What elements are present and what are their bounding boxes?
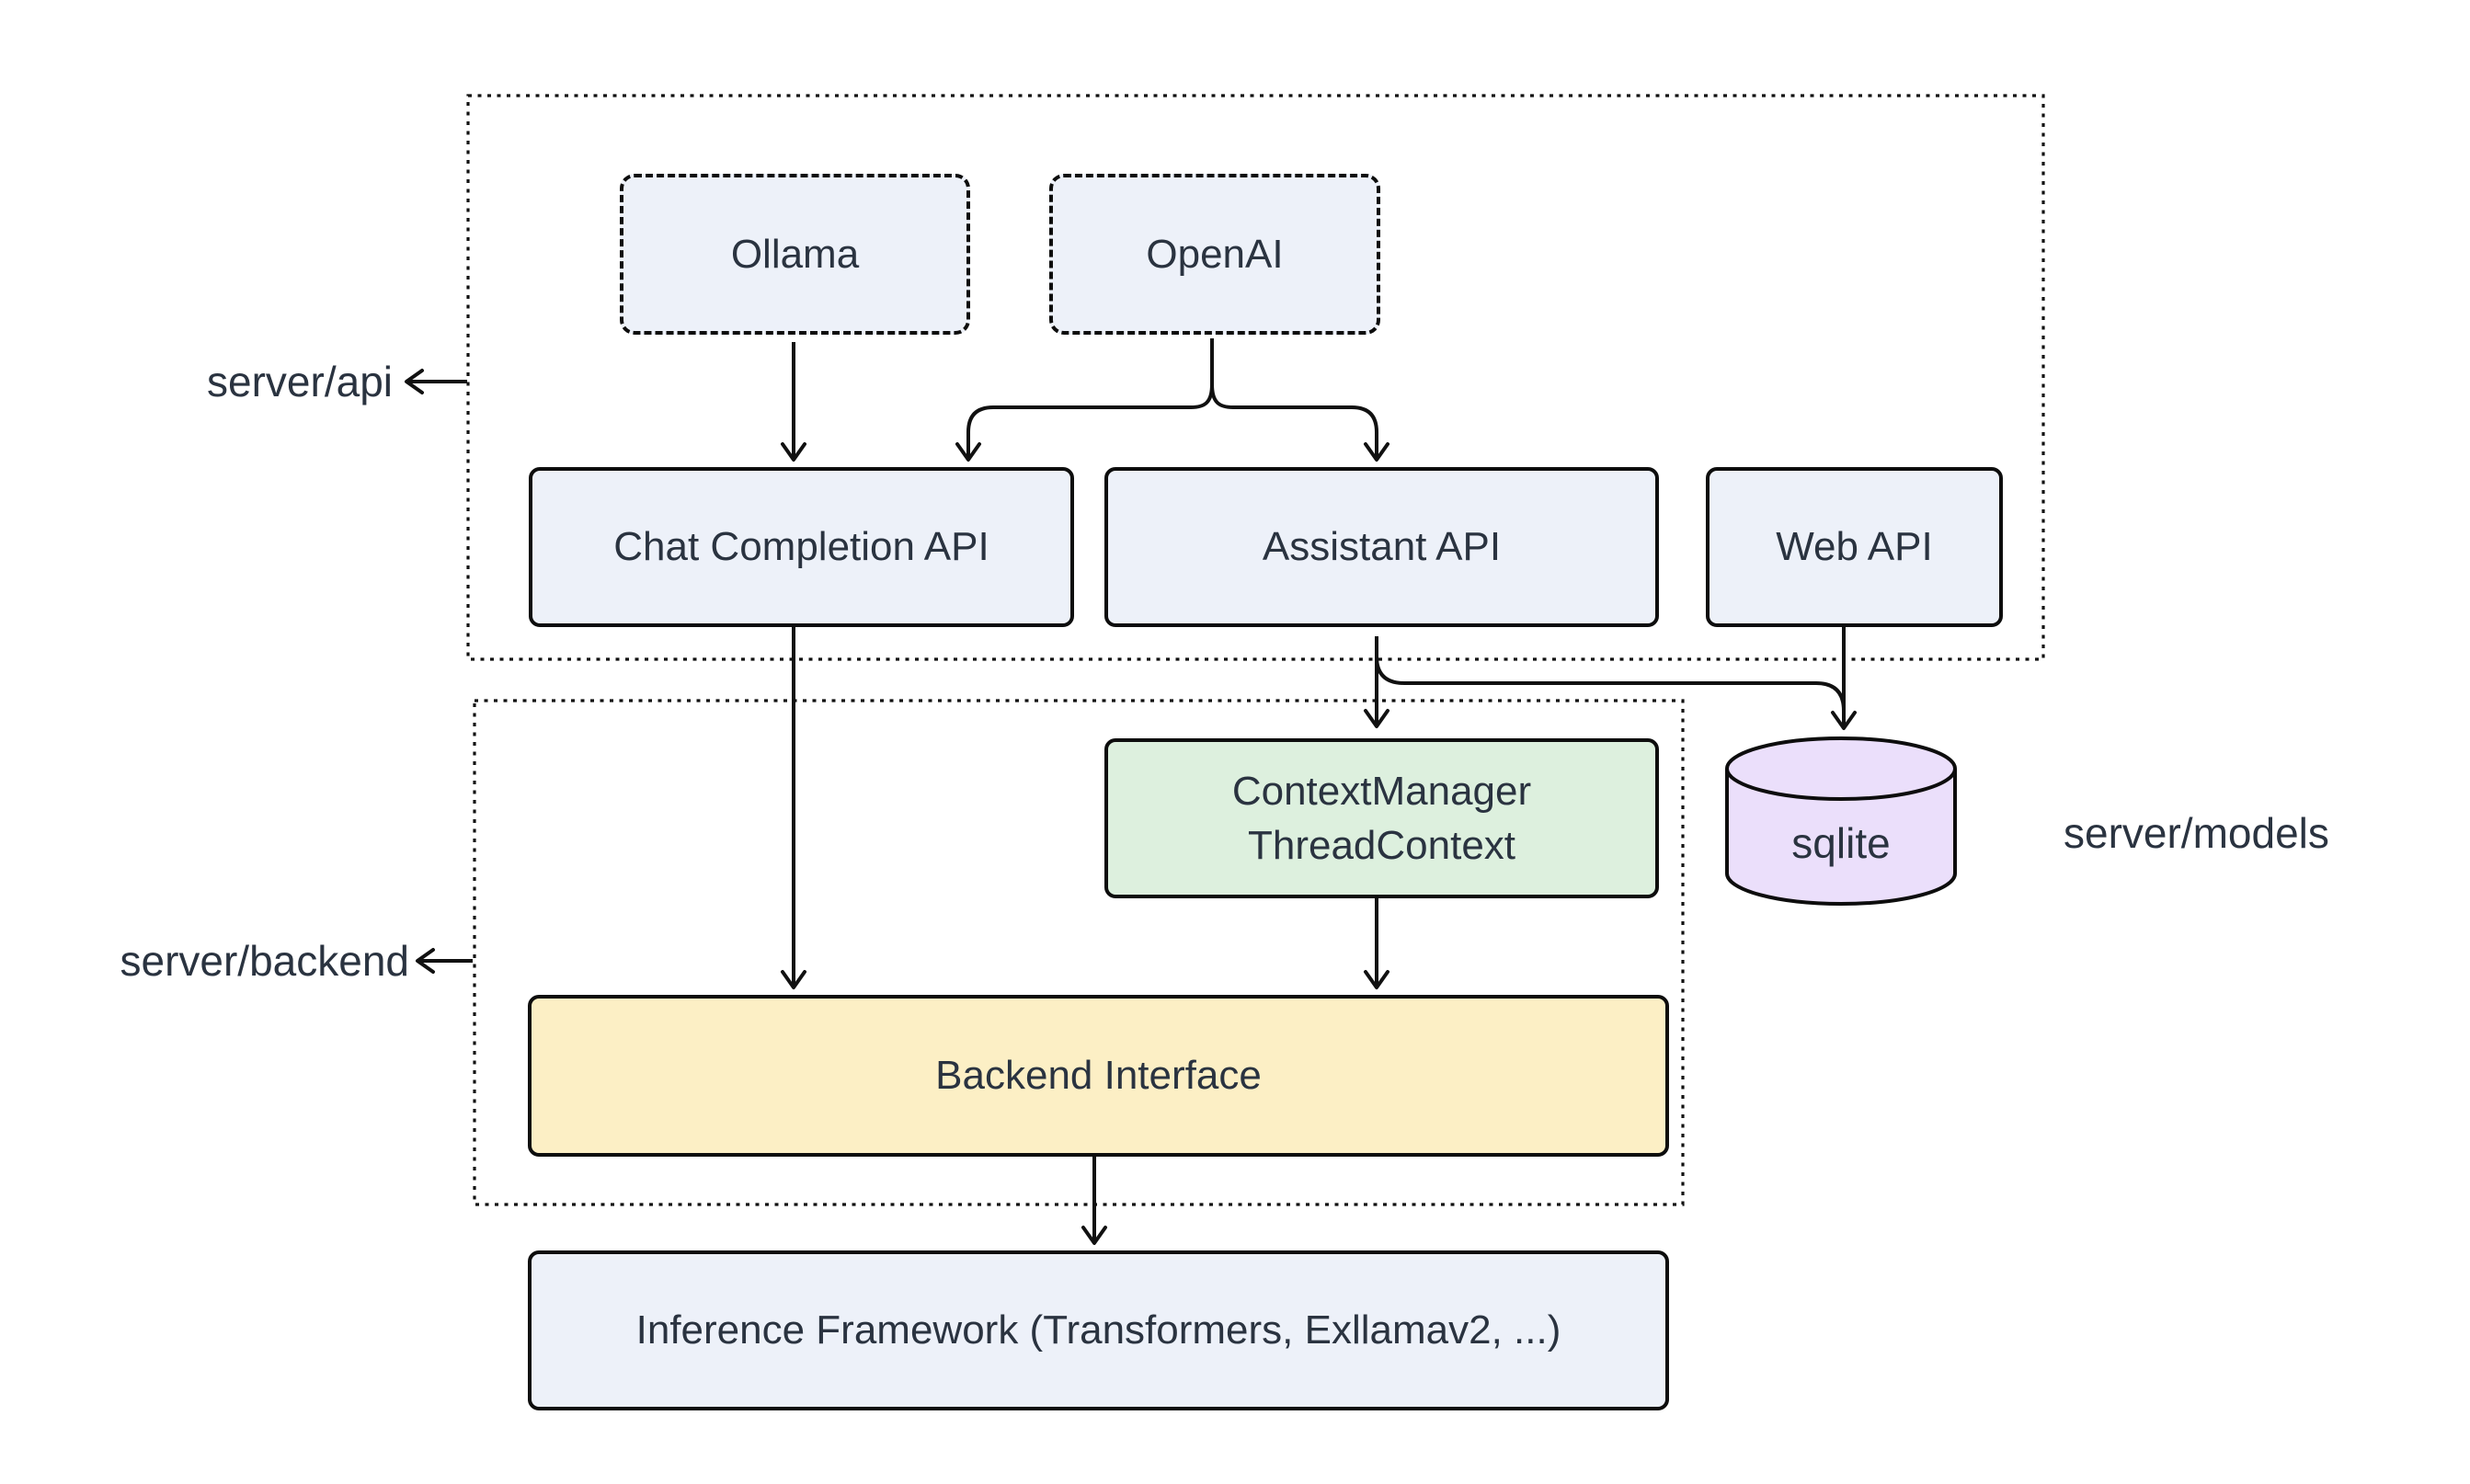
cylinder-body (1725, 769, 1957, 906)
node-context-manager: ContextManager ThreadContext (1104, 738, 1659, 898)
server-api-label: server/api (207, 358, 393, 405)
node-chat-completion-api: Chat Completion API (529, 467, 1074, 627)
node-openai-label: OpenAI (1146, 231, 1284, 277)
node-openai: OpenAI (1049, 174, 1380, 335)
cylinder-top (1725, 736, 1957, 801)
node-backend-interface-label: Backend Interface (935, 1053, 1262, 1099)
node-context-manager-line1: ContextManager (1231, 768, 1532, 814)
node-context-manager-line2: ThreadContext (1247, 823, 1516, 868)
sqlite-database-cylinder-icon (1725, 736, 1957, 906)
node-ollama: Ollama (620, 174, 970, 335)
edge-openai-to-chat-completion (955, 338, 1214, 462)
node-inference-framework-label: Inference Framework (Transformers, Exlla… (635, 1307, 1561, 1353)
node-assistant-api: Assistant API (1104, 467, 1659, 627)
edge-assistant-to-sqlite (1375, 656, 1846, 721)
edge-openai-to-assistant (1210, 338, 1389, 462)
node-web-api-label: Web API (1776, 524, 1933, 570)
node-chat-completion-api-label: Chat Completion API (613, 524, 989, 570)
server-backend-label: server/backend (120, 937, 410, 985)
server-backend-group-container (473, 699, 1685, 1206)
node-sqlite-label: sqlite (1791, 819, 1891, 867)
server-models-label: server/models (2064, 809, 2329, 857)
node-web-api: Web API (1706, 467, 2003, 627)
node-assistant-api-label: Assistant API (1262, 524, 1502, 570)
server-api-group-container (466, 94, 2045, 661)
node-ollama-label: Ollama (730, 231, 860, 277)
node-inference-framework: Inference Framework (Transformers, Exlla… (528, 1250, 1669, 1410)
node-backend-interface: Backend Interface (528, 995, 1669, 1157)
